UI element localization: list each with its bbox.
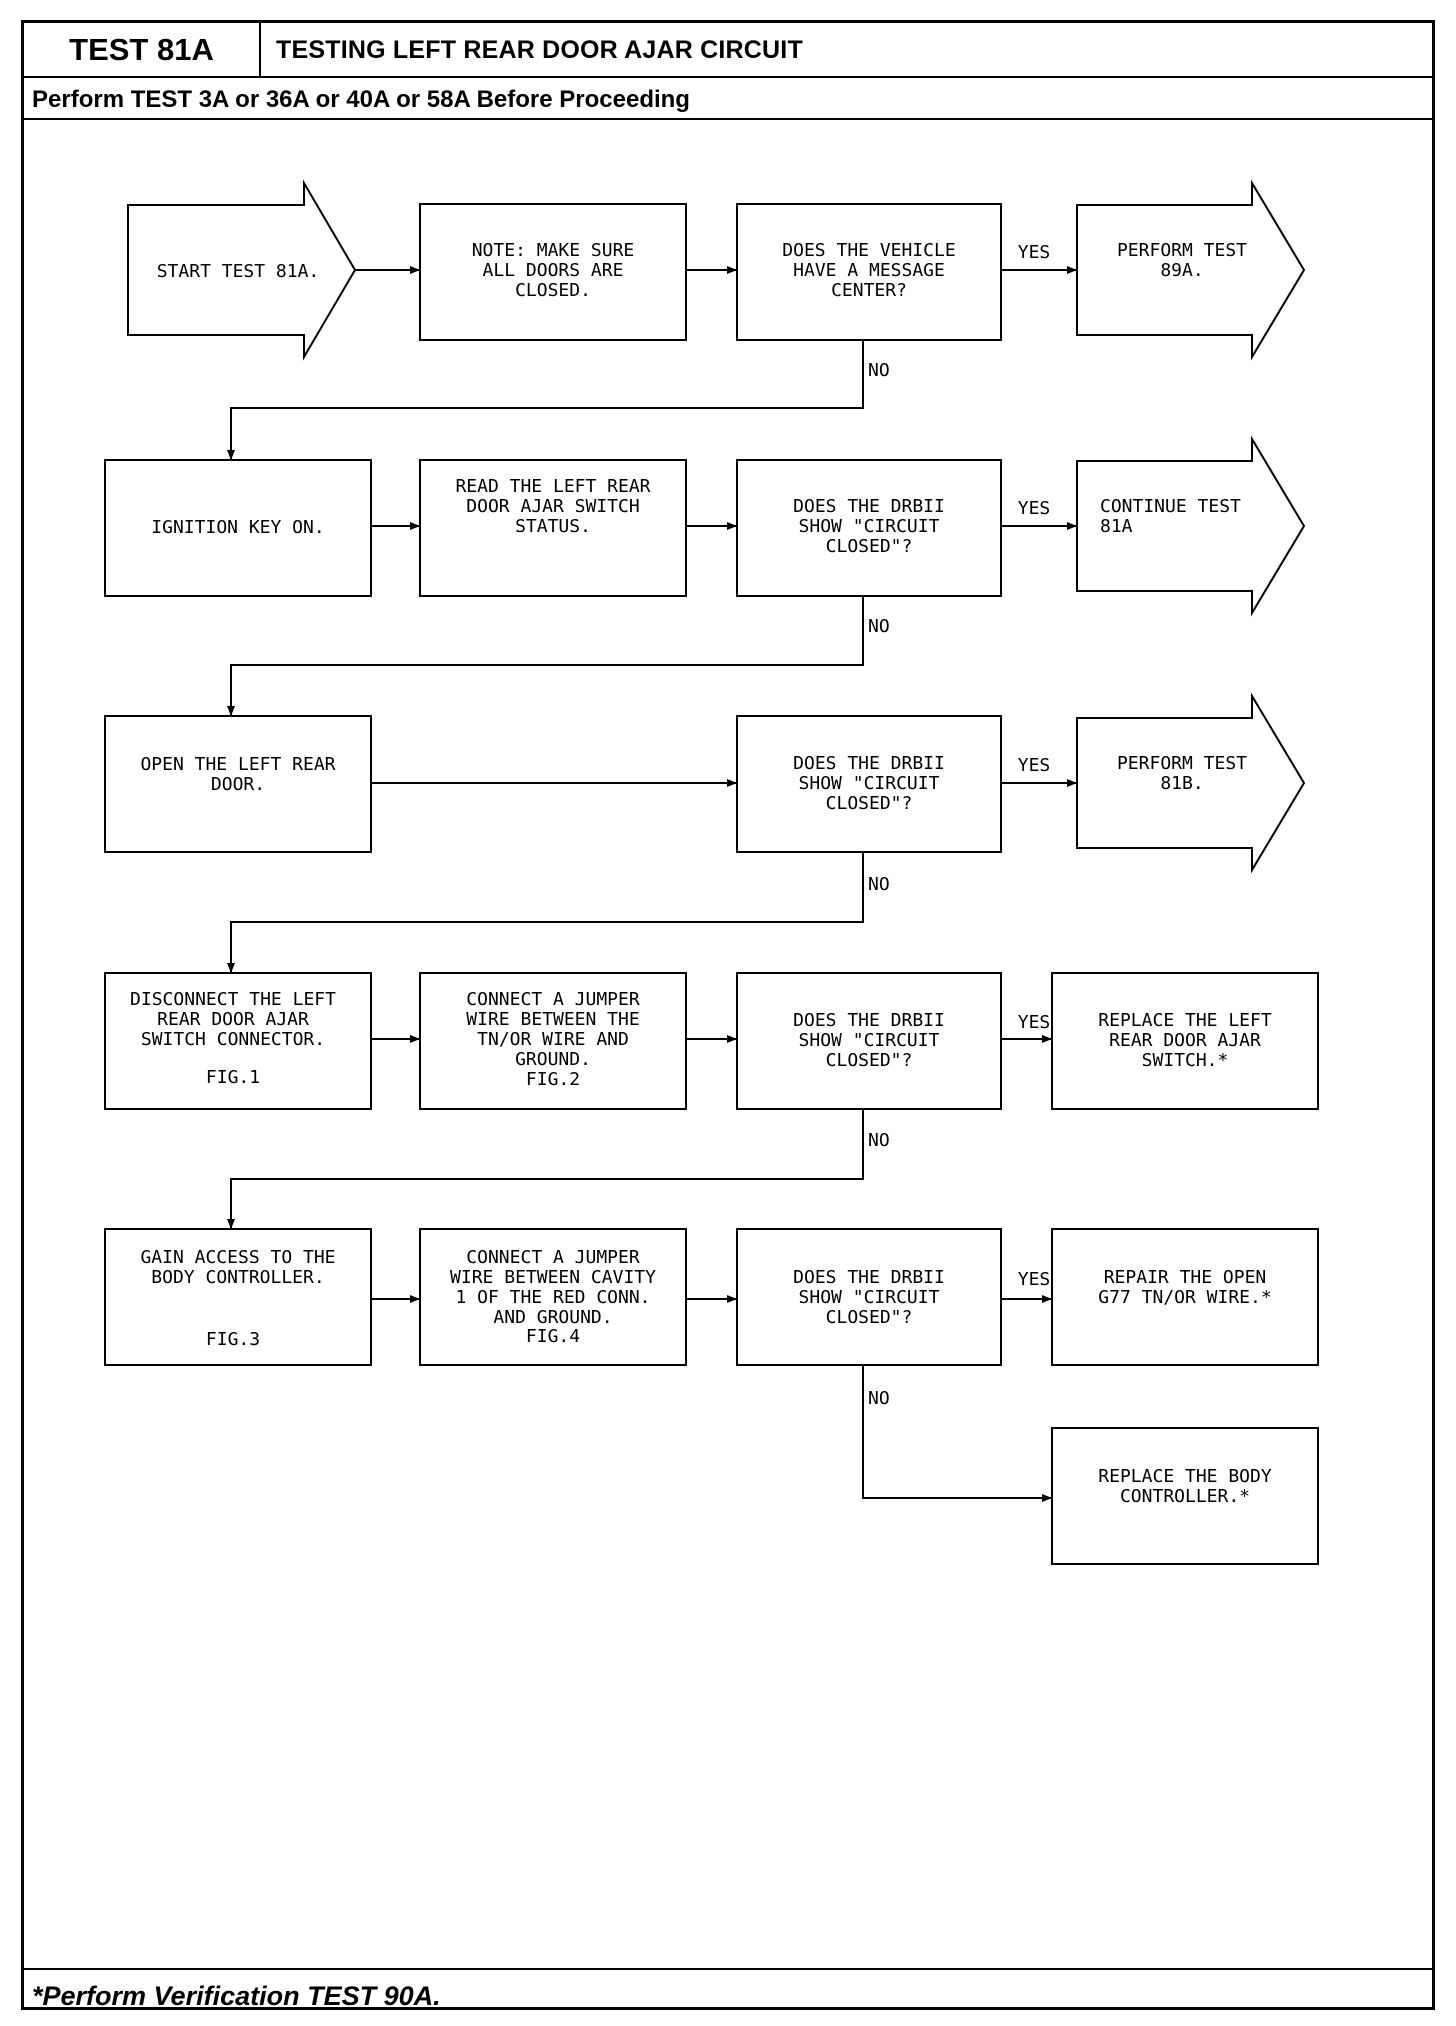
perform-89a-label-line-1: PERFORM TEST [1117, 240, 1247, 261]
perform-89a-arrow-shape [1076, 179, 1306, 361]
replace-controller-label-line-1: REPLACE THE BODY [1098, 1466, 1272, 1487]
connector-no-2 [227, 596, 864, 716]
connector-no-5 [862, 1365, 1052, 1502]
replace-switch-label-line-2: REAR DOOR AJAR [1109, 1030, 1261, 1051]
decision-closed-3-label-line-2: SHOW "CIRCUIT [799, 1030, 940, 1051]
start-arrow-shape [127, 179, 357, 361]
decision-closed-4 [736, 1228, 1002, 1366]
decision-closed-2-label-line-1: DOES THE DRBII [793, 753, 945, 774]
jumper-1-fig: FIG.2 [526, 1069, 580, 1090]
yes-label-4: YES [1018, 1012, 1051, 1033]
note-label-line-2: ALL DOORS ARE [483, 260, 624, 281]
note-label-line-3: CLOSED. [515, 280, 591, 301]
disconnect-label-line-1: DISCONNECT THE LEFT [130, 989, 336, 1010]
no-label-4: NO [868, 1130, 890, 1151]
disconnect-label-line-2: REAR DOOR AJAR [157, 1009, 309, 1030]
gain-access-label-line-2: BODY CONTROLLER. [151, 1267, 324, 1288]
decision-message-center-label-line-3: CENTER? [831, 280, 907, 301]
replace-switch-label-line-1: REPLACE THE LEFT [1098, 1010, 1272, 1031]
ignition-label-line-1: IGNITION KEY ON. [151, 517, 324, 538]
perform-81b-arrow-shape [1076, 692, 1306, 874]
decision-closed-3 [736, 972, 1002, 1110]
decision-closed-1 [736, 459, 1002, 597]
disconnect-label-line-3: SWITCH CONNECTOR. [141, 1029, 325, 1050]
disconnect-fig: FIG.1 [206, 1067, 260, 1088]
repair-open-label-line-2: G77 TN/OR WIRE.* [1098, 1287, 1271, 1308]
read-status-label-line-2: DOOR AJAR SWITCH [466, 496, 639, 517]
decision-closed-4-label-line-1: DOES THE DRBII [793, 1267, 945, 1288]
replace-switch-box [1051, 972, 1319, 1110]
disconnect-box [104, 972, 372, 1110]
decision-closed-1-label-line-2: SHOW "CIRCUIT [799, 516, 940, 537]
note-box [419, 203, 687, 341]
decision-closed-3-label-line-3: CLOSED"? [826, 1050, 913, 1071]
decision-closed-3-label-line-1: DOES THE DRBII [793, 1010, 945, 1031]
jumper-2-fig: FIG.4 [526, 1326, 580, 1347]
connector-no-4 [227, 1109, 864, 1229]
repair-open-label-line-1: REPAIR THE OPEN [1104, 1267, 1267, 1288]
ignition-box [104, 459, 372, 597]
read-status-label-line-3: STATUS. [515, 516, 591, 537]
page-frame [21, 20, 1435, 2010]
test-id: TEST 81A [24, 23, 261, 76]
test-title: TESTING LEFT REAR DOOR AJAR CIRCUIT [276, 36, 803, 64]
jumper-1-label-line-1: CONNECT A JUMPER [466, 989, 640, 1010]
yes-label-2: YES [1018, 498, 1051, 519]
connector-no-3 [227, 852, 864, 973]
decision-closed-4-label-line-3: CLOSED"? [826, 1307, 913, 1328]
no-label-2: NO [868, 616, 890, 637]
jumper-2-box [419, 1228, 687, 1366]
start-label-line-1: START TEST 81A. [157, 261, 320, 282]
decision-closed-1-label-line-3: CLOSED"? [826, 536, 913, 557]
decision-closed-1-label-line-1: DOES THE DRBII [793, 496, 945, 517]
no-label-1: NO [868, 360, 890, 381]
header-divider [21, 118, 1435, 120]
decision-closed-2-label-line-3: CLOSED"? [826, 793, 913, 814]
yes-label-5: YES [1018, 1269, 1051, 1290]
yes-label-3: YES [1018, 755, 1051, 776]
jumper-1-box [419, 972, 687, 1110]
prerequisite-note: Perform TEST 3A or 36A or 40A or 58A Bef… [32, 86, 690, 113]
decision-closed-2-label-line-2: SHOW "CIRCUIT [799, 773, 940, 794]
read-status-box [419, 459, 687, 597]
footer-note: *Perform Verification TEST 90A. [32, 1981, 441, 2011]
jumper-1-label-line-2: WIRE BETWEEN THE [466, 1009, 639, 1030]
replace-switch-label-line-3: SWITCH.* [1142, 1050, 1229, 1071]
jumper-2-label-line-3: 1 OF THE RED CONN. [455, 1287, 650, 1308]
yes-label-1: YES [1018, 242, 1051, 263]
jumper-1-label-line-4: GROUND. [515, 1049, 591, 1070]
jumper-2-label-line-1: CONNECT A JUMPER [466, 1247, 640, 1268]
decision-message-center-label-line-2: HAVE A MESSAGE [793, 260, 945, 281]
gain-access-label-line-1: GAIN ACCESS TO THE [140, 1247, 335, 1268]
gain-access-fig: FIG.3 [206, 1329, 260, 1350]
open-door-label-line-2: DOOR. [211, 774, 265, 795]
no-label-5: NO [868, 1388, 890, 1409]
jumper-1-label-line-3: TN/OR WIRE AND [477, 1029, 629, 1050]
replace-controller-box [1051, 1427, 1319, 1565]
perform-81b-label-line-1: PERFORM TEST [1117, 753, 1247, 774]
decision-message-center [736, 203, 1002, 341]
decision-message-center-label-line-1: DOES THE VEHICLE [782, 240, 955, 261]
gain-access-box [104, 1228, 372, 1366]
replace-controller-label-line-2: CONTROLLER.* [1120, 1486, 1250, 1507]
read-status-label-line-1: READ THE LEFT REAR [455, 476, 650, 497]
jumper-2-label-line-2: WIRE BETWEEN CAVITY [450, 1267, 656, 1288]
continue-81a-label-line-1: CONTINUE TEST [1100, 496, 1241, 517]
footer-divider [21, 1968, 1435, 1970]
repair-open-box [1051, 1228, 1319, 1366]
perform-81b-label-line-2: 81B. [1160, 773, 1203, 794]
continue-81a-label-line-2: 81A [1100, 516, 1133, 537]
continue-81a-arrow-shape [1076, 435, 1306, 617]
no-label-3: NO [868, 874, 890, 895]
perform-89a-label-line-2: 89A. [1160, 260, 1203, 281]
jumper-2-label-line-4: AND GROUND. [493, 1307, 612, 1328]
decision-closed-4-label-line-2: SHOW "CIRCUIT [799, 1287, 940, 1308]
note-label-line-1: NOTE: MAKE SURE [472, 240, 635, 261]
header-row [21, 20, 1435, 78]
connector-no-1 [227, 340, 864, 460]
open-door-label-line-1: OPEN THE LEFT REAR [140, 754, 335, 775]
